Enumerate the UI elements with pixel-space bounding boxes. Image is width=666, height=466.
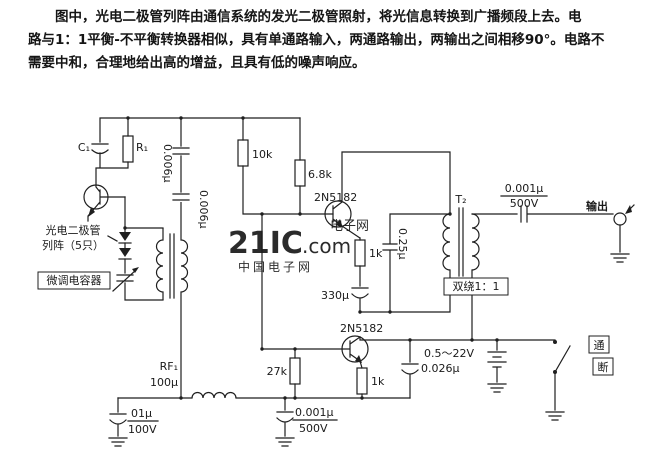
resistor-10k: [237, 139, 249, 167]
trimmer-capacitor-symbol: [112, 269, 137, 292]
label-0.026u: 0.026μ: [421, 362, 460, 375]
label-0.001u-bottom: 0.001μ: [295, 406, 334, 419]
watermark-dotcom: .com: [302, 234, 351, 258]
power-switch-symbol: [554, 345, 571, 411]
input-branch-wires: [91, 117, 301, 187]
label-100v: 100V: [128, 423, 157, 436]
label-switch-off: 断: [598, 360, 609, 374]
ground-symbols: [108, 253, 630, 447]
rf-choke-symbol: [191, 391, 237, 399]
resistor-27k: [289, 357, 301, 385]
label-27k: 27k: [267, 365, 288, 378]
bifilar-label-box: [443, 277, 509, 296]
jack-arrow-icon: [625, 205, 632, 214]
resistor-6.8k: [294, 159, 306, 187]
watermark: 21IC .com 电子网 中国电子网: [228, 219, 369, 274]
label-c006b: 0.006μ: [197, 190, 210, 229]
ground-icon: [108, 437, 128, 447]
battery-symbol: [487, 339, 507, 383]
label-output: 输出: [586, 199, 608, 213]
label-photodiode-line1: 光电二极管: [46, 223, 101, 237]
label-01u: 01μ: [131, 407, 152, 420]
trimmer-label-box: [37, 271, 111, 290]
label-trimmer: 微调电容器: [47, 273, 102, 287]
photodiode-icon: [119, 232, 131, 241]
label-330u: 330μ: [321, 289, 349, 302]
junction-dots: [123, 116, 499, 400]
resistor-1k-upper: [354, 239, 366, 267]
photodiode-chain: [107, 196, 164, 301]
switch-off-box: [592, 357, 614, 376]
label-q2: 2N5182: [340, 322, 383, 335]
photodiode-icon: [119, 248, 131, 257]
trimmer-arrow-icon: [132, 267, 139, 273]
ground-icon: [487, 383, 507, 393]
transformer-t2-output: [442, 195, 635, 341]
label-switch-on: 通: [594, 339, 605, 352]
label-q1: 2N5182: [314, 191, 357, 204]
circuit-description: 图中，光电二极管列阵由通信系统的发光二极管照射，将光信息转换到广播频段上去。电 …: [28, 6, 646, 75]
watermark-tag: 电子网: [330, 219, 369, 234]
label-6.8k: 6.8k: [308, 168, 332, 181]
ground-icon: [545, 411, 565, 421]
label-c1: C₁: [78, 141, 90, 154]
label-t2: T₂: [454, 193, 466, 206]
label-rf-choke: RF₁: [160, 360, 178, 373]
component-labels: C₁ R₁ 0.006μ 0.006μ 10k 6.8k 2N5182 1k 3…: [42, 141, 609, 436]
label-10k: 10k: [252, 148, 273, 161]
label-r1: R₁: [136, 141, 148, 154]
watermark-brand: 21IC: [228, 226, 303, 261]
resistor-r1: [122, 135, 134, 163]
label-bifilar: 双绕1：1: [453, 280, 500, 293]
label-1k-upper: 1k: [369, 247, 383, 260]
ground-icon: [610, 253, 630, 263]
output-jack-icon: [613, 212, 627, 226]
description-line-2: 路与1：1平衡-不平衡转换器相似，具有单通路输入，两通路输出，两输出之间相移90…: [28, 32, 605, 48]
description-line-3: 需要中和，合理地给出高的增益，且具有低的噪声响应。: [28, 55, 366, 71]
emitter-arrow-icon: [336, 219, 343, 228]
label-500v-bottom: 500V: [299, 422, 328, 435]
transistor-q1: [324, 151, 451, 239]
transistor-input: [83, 184, 126, 222]
label-battery-voltage: 0.5～22V: [424, 347, 474, 360]
label-output-cap-value: 0.001μ: [505, 182, 544, 195]
transformer-t1: [155, 202, 189, 398]
description-line-1: 图中，光电二极管列阵由通信系统的发光二极管照射，将光信息转换到广播频段上去。电: [55, 9, 582, 25]
coupling-capacitor-chain: [172, 117, 190, 201]
bias-network: [237, 117, 334, 350]
supply-rail: [359, 336, 571, 411]
watermark-cn: 中国电子网: [238, 259, 313, 274]
label-rf-choke-value: 100μ: [150, 376, 178, 389]
ground-icon: [275, 437, 295, 447]
switch-on-box: [588, 335, 610, 354]
resistor-1k-lower: [356, 367, 368, 395]
emitter-arrow-icon: [355, 355, 362, 363]
label-photodiode-line2: 列阵（5只）: [42, 238, 104, 252]
label-0.25u: 0.25μ: [396, 228, 409, 260]
label-c006a: 0.006μ: [161, 144, 174, 183]
label-1k-lower: 1k: [371, 375, 385, 388]
q1-emitter-chain: [351, 213, 451, 313]
boxed-labels: [37, 271, 614, 376]
emitter-arrow-icon: [88, 207, 95, 217]
label-output-cap-voltage: 500V: [510, 197, 539, 210]
